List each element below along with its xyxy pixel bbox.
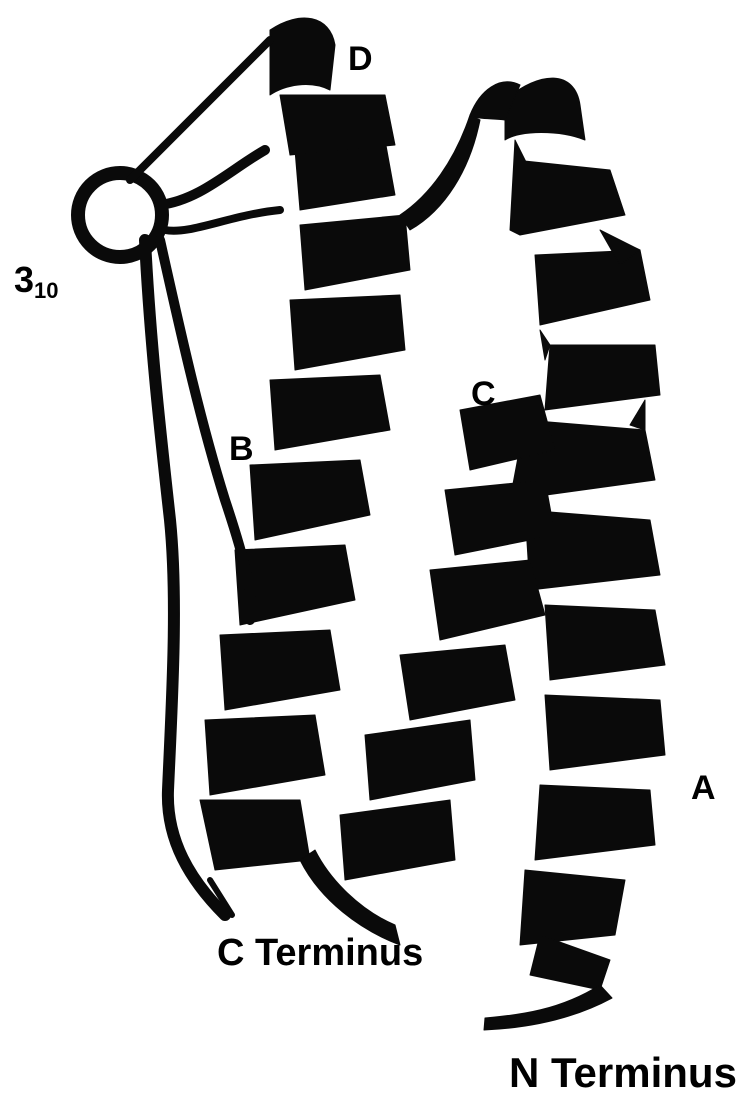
c-terminus-label: C Terminus: [217, 934, 423, 972]
helix-3-10-loop: [78, 40, 280, 257]
helix-a-ribbon: [484, 78, 665, 1030]
helix-b-label: B: [229, 432, 254, 466]
helix-c-label: C: [471, 377, 496, 411]
helix-d-label: D: [348, 42, 373, 76]
helix-3-10-label-subscript: 10: [34, 278, 58, 303]
helix-a-label: A: [691, 771, 716, 805]
helix-d-ribbon: [270, 18, 395, 155]
helix-3-10-label-main: 3: [14, 259, 34, 300]
helix-3-10-label: 310: [14, 262, 59, 302]
n-terminus-label: N Terminus: [509, 1052, 737, 1094]
